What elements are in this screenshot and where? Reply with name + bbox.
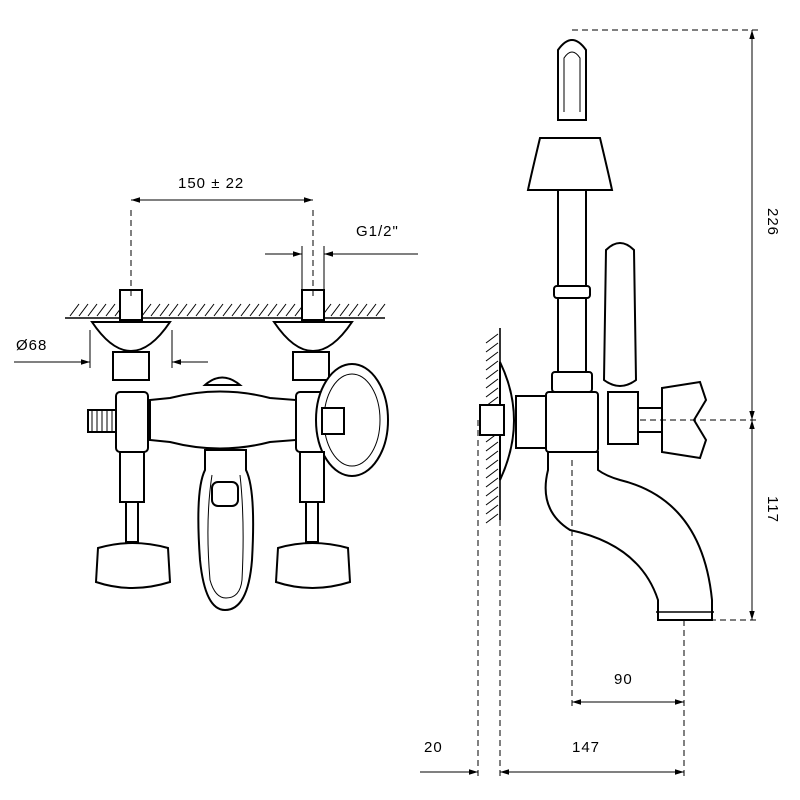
- dim-wall-offset-label: 20: [424, 739, 443, 756]
- right-cross-handle: [274, 542, 352, 589]
- lever-connector: [607, 391, 639, 445]
- wall-hatch-front: [65, 303, 386, 319]
- hatch-line: [186, 303, 197, 317]
- hatch-line: [485, 513, 499, 524]
- hatch-line: [231, 303, 242, 317]
- hatch-line: [249, 303, 260, 317]
- shower-holder-cup: [526, 137, 614, 191]
- hatch-line: [78, 303, 89, 317]
- hatch-line: [485, 360, 499, 371]
- hatch-line: [159, 303, 170, 317]
- hand-shower: [557, 39, 587, 121]
- dim-height-bottom-label: 117: [764, 496, 781, 523]
- dim-spout-inner-label: 90: [614, 671, 633, 688]
- hatch-line: [267, 303, 278, 317]
- side-view: [477, 29, 760, 780]
- spout-hex: [211, 481, 239, 507]
- side-rosette: [499, 361, 515, 481]
- dimension-labels: 150 ± 22 G1/2" Ø68 226 117 90 20 147: [16, 175, 781, 756]
- hatch-line: [485, 387, 499, 398]
- mixer-top-cap: [202, 376, 243, 386]
- diverter-rosette: [315, 363, 389, 477]
- hatch-line: [348, 303, 359, 317]
- riser-collar: [551, 371, 593, 393]
- lever-handle: [602, 242, 638, 387]
- front-spout: [197, 449, 255, 612]
- hatch-line: [485, 504, 499, 515]
- hatch-line: [276, 303, 287, 317]
- hatch-line: [485, 351, 499, 362]
- hatch-line: [485, 477, 499, 488]
- hatch-line: [87, 303, 98, 317]
- hatch-line: [168, 303, 179, 317]
- dim-projection-label: 147: [572, 739, 600, 756]
- hatch-line: [485, 495, 499, 506]
- dim-rosette-label: Ø68: [16, 337, 47, 354]
- hatch-line: [195, 303, 206, 317]
- hatch-line: [485, 486, 499, 497]
- left-rosette: [90, 321, 172, 352]
- hatch-line: [485, 378, 499, 389]
- side-spout: [544, 451, 713, 621]
- hatch-line: [105, 303, 116, 317]
- hatch-line: [150, 303, 161, 317]
- hatch-line: [258, 303, 269, 317]
- hatch-line: [240, 303, 251, 317]
- diverter-connector: [321, 407, 345, 435]
- right-hex-nut: [292, 351, 330, 381]
- left-spindle: [125, 501, 139, 543]
- hatch-line: [204, 303, 215, 317]
- hatch-line: [485, 369, 499, 380]
- right-valve-stem: [299, 451, 325, 503]
- hatch-line: [222, 303, 233, 317]
- riser-ring: [553, 285, 591, 299]
- left-valve-stem: [119, 451, 145, 503]
- hatch-line: [485, 459, 499, 470]
- left-valve-body: [115, 391, 149, 453]
- hatch-line: [485, 450, 499, 461]
- left-hex-nut: [112, 351, 150, 381]
- hatch-line: [366, 303, 377, 317]
- side-hex-nut: [515, 395, 547, 449]
- hatch-line: [213, 303, 224, 317]
- side-inlet: [479, 404, 505, 436]
- right-rosette: [272, 321, 354, 352]
- hatch-line: [69, 303, 80, 317]
- dim-spacing-label: 150 ± 22: [178, 175, 244, 192]
- threaded-outlet: [87, 409, 117, 433]
- mixer-body: [149, 390, 297, 450]
- hatch-line: [330, 303, 341, 317]
- hatch-line: [177, 303, 188, 317]
- side-body: [545, 391, 599, 453]
- dim-thread-label: G1/2": [356, 223, 399, 240]
- dimension-lines: [14, 30, 755, 775]
- hatch-line: [357, 303, 368, 317]
- hatch-line: [485, 342, 499, 353]
- front-view: [65, 210, 389, 612]
- hatch-line: [339, 303, 350, 317]
- hatch-line: [485, 441, 499, 452]
- dim-height-top-label: 226: [764, 208, 781, 236]
- left-cross-handle: [94, 542, 172, 589]
- hatch-line: [485, 468, 499, 479]
- hatch-line: [96, 303, 107, 317]
- hatch-line: [375, 303, 386, 317]
- hatch-line: [141, 303, 152, 317]
- hatch-line: [285, 303, 296, 317]
- right-spindle: [305, 501, 319, 543]
- hatch-line: [485, 333, 499, 344]
